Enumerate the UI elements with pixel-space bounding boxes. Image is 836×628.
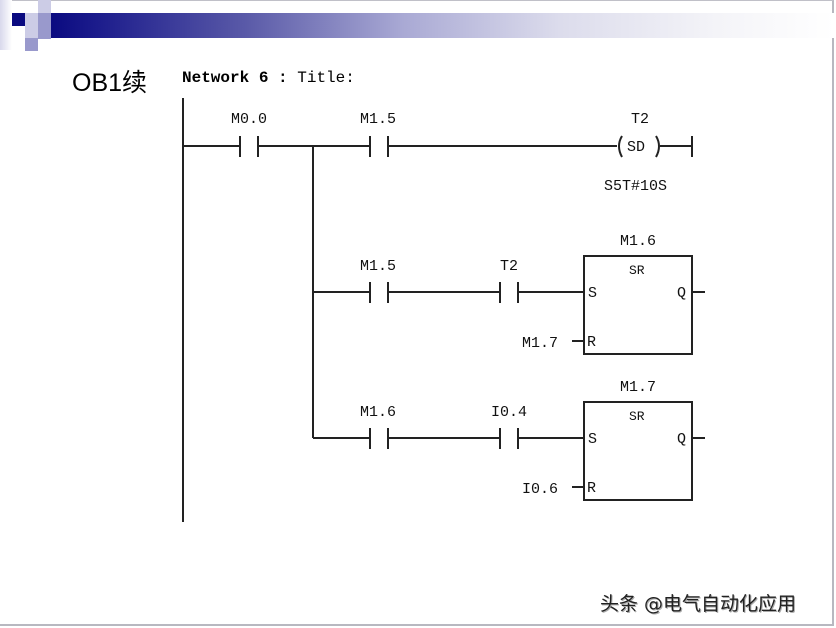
reset-operand: M1.7 <box>522 335 558 352</box>
contact-label: M0.0 <box>231 111 267 128</box>
pin-s: S <box>588 285 597 302</box>
pin-q: Q <box>677 431 686 448</box>
coil-operand: T2 <box>631 111 649 128</box>
sr-block-m1-7 <box>583 401 693 501</box>
network-label: Network 6 <box>182 69 269 87</box>
network-separator: : <box>278 69 288 87</box>
coil-param: S5T#10S <box>604 178 667 195</box>
sr-block-m1-6 <box>583 255 693 355</box>
coil-type: SD <box>627 139 645 156</box>
contact-label: T2 <box>500 258 518 275</box>
slide-heading: OB1续 <box>72 69 148 97</box>
coil-right-paren <box>655 135 660 158</box>
network-title: Title: <box>297 69 355 87</box>
coil-left-paren <box>618 135 623 158</box>
contact-label: M1.5 <box>360 258 396 275</box>
watermark: 头条 @电气自动化应用 <box>600 593 797 615</box>
pin-s: S <box>588 431 597 448</box>
contact-label: M1.6 <box>360 404 396 421</box>
pin-r: R <box>587 480 596 497</box>
pin-q: Q <box>677 285 686 302</box>
block-operand: M1.6 <box>620 233 656 250</box>
pin-r: R <box>587 334 596 351</box>
header-banner <box>50 13 834 38</box>
reset-operand: I0.6 <box>522 481 558 498</box>
network-header: Network 6 : Title: <box>182 69 355 87</box>
contact-label: I0.4 <box>491 404 527 421</box>
block-type: SR <box>629 409 645 424</box>
contact-label: M1.5 <box>360 111 396 128</box>
block-type: SR <box>629 263 645 278</box>
block-operand: M1.7 <box>620 379 656 396</box>
